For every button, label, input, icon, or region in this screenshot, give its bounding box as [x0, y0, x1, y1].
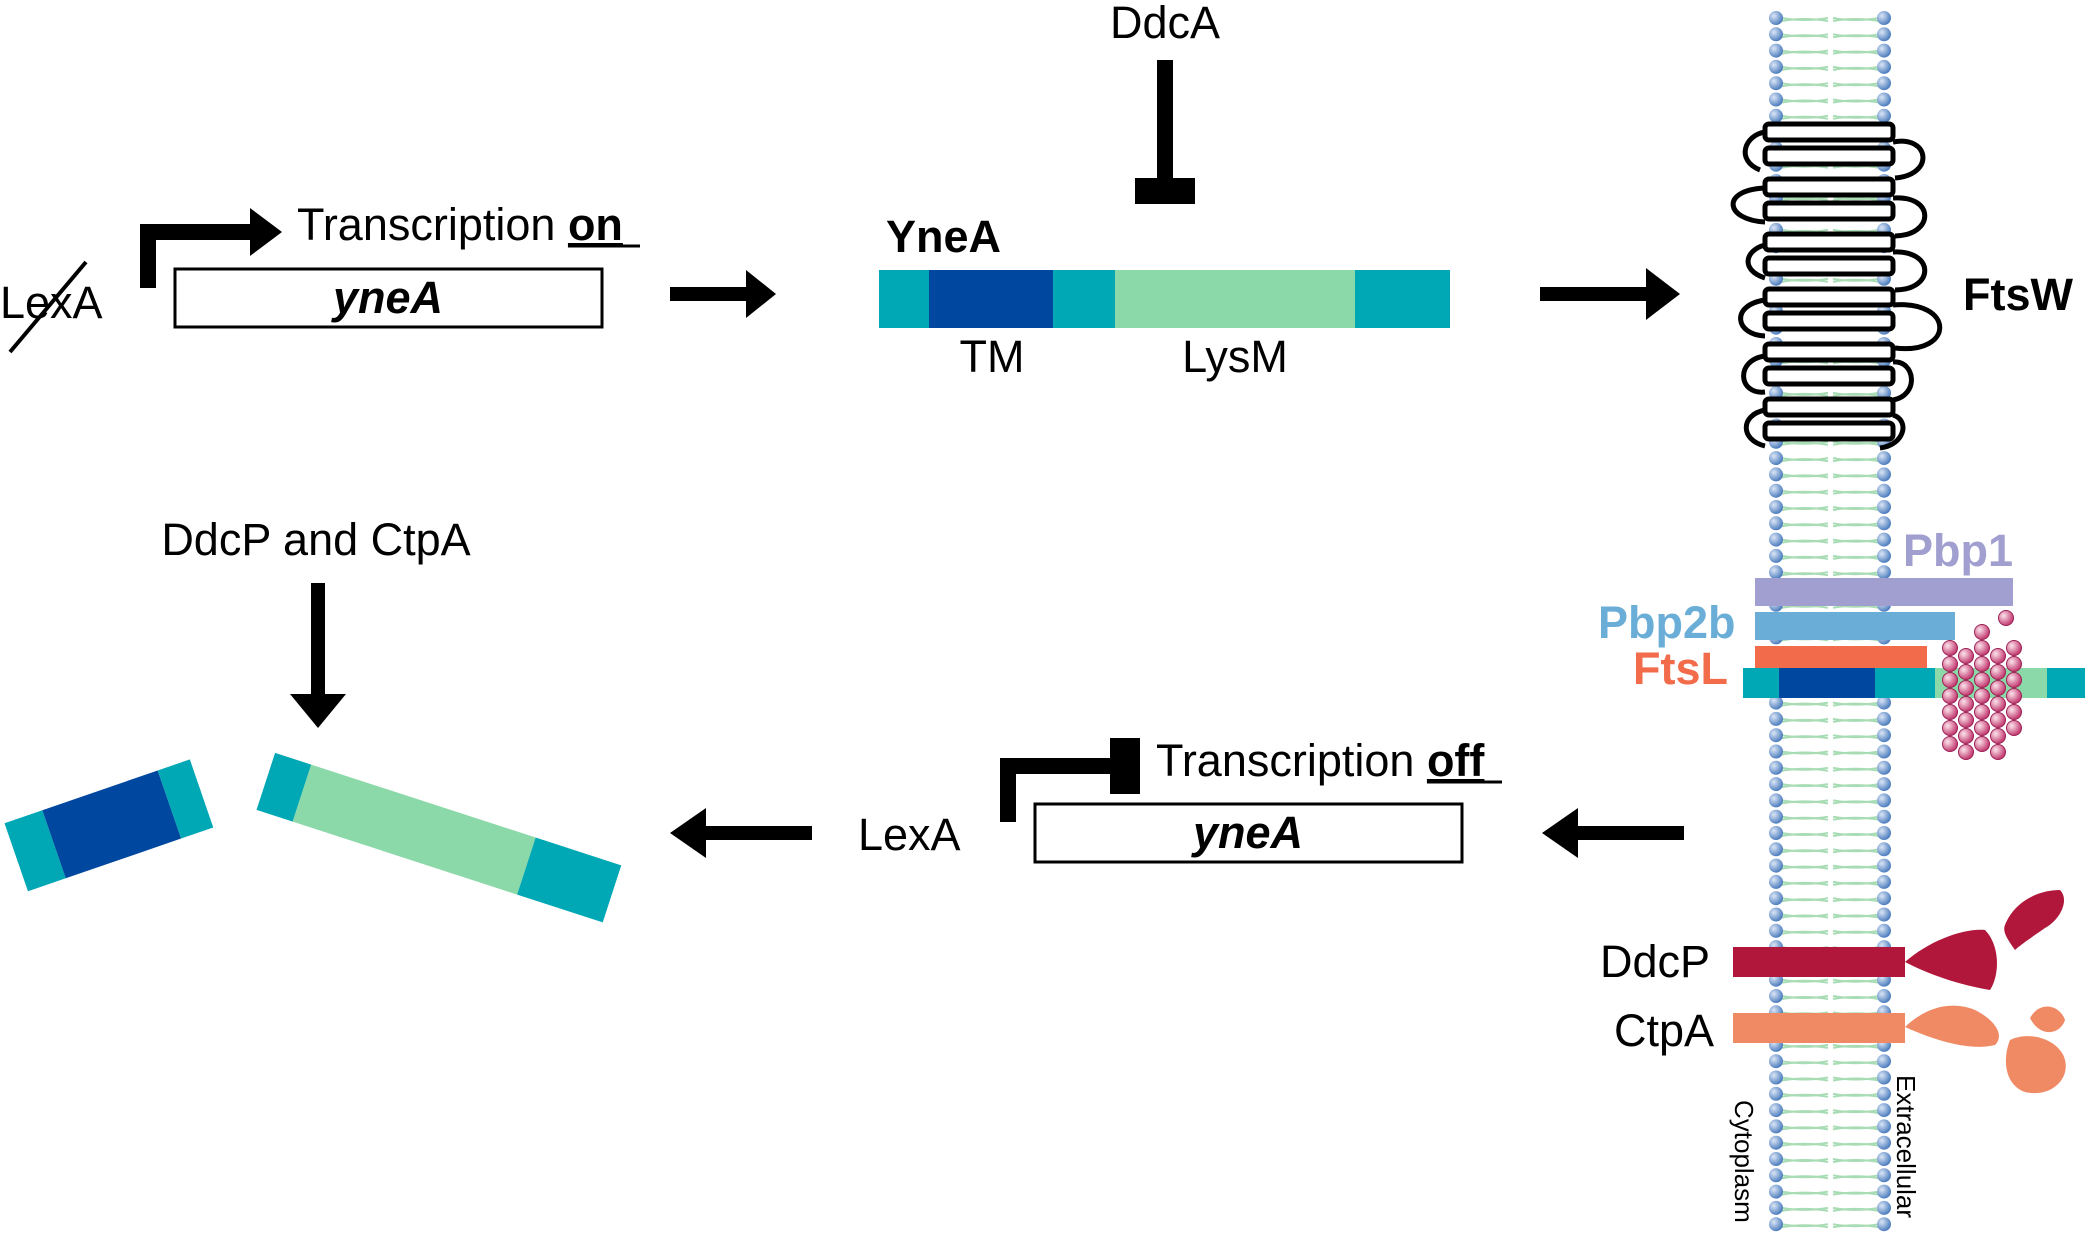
tm-label: TM: [960, 331, 1025, 382]
ddcp-bar: [1733, 947, 1905, 977]
lysm-label: LysM: [1182, 331, 1288, 382]
extracellular-label: Extracellular: [1891, 1075, 1921, 1218]
pbp1-bar: [1755, 578, 2013, 606]
ftsl-bar: [1755, 646, 1927, 672]
transcription-on-label: Transcription on: [297, 199, 623, 250]
peptidoglycan-cluster: [1942, 610, 2022, 760]
cleaved-fragment-tm: [4, 759, 214, 892]
ctpa-domain-2: [2005, 1036, 2066, 1094]
on-word: on: [568, 199, 623, 250]
ddca-label: DdcA: [1110, 0, 1220, 48]
cytoplasm-label: Cytoplasm: [1729, 1100, 1759, 1223]
promoter-arrow-off: [1000, 738, 1140, 822]
yneA-gene-label-top: yneA: [331, 272, 443, 323]
pbp2b-bar: [1755, 612, 1955, 640]
yneA-membrane-bar: [1743, 668, 2085, 698]
ftsl-label: FtsL: [1633, 643, 1728, 694]
ddcp-domain-1: [1905, 929, 1997, 990]
off-word: off: [1427, 735, 1485, 786]
yneA-gene-box-bottom: [1033, 802, 1464, 864]
ddcp-and-ctpa-label: DdcP and CtpA: [161, 514, 470, 565]
cleaved-fragment-lysm: [256, 752, 622, 923]
ddcp-domain-2: [2004, 890, 2065, 950]
arrow-down-to-cleavage: [290, 583, 346, 728]
ddca-inhibition-symbol: [1135, 60, 1195, 204]
transcription-off-label: Transcription off: [1156, 735, 1485, 786]
yneA-gene-label-bottom: yneA: [1191, 807, 1303, 858]
pbp2b-label: Pbp2b: [1598, 597, 1736, 648]
ctpa-domain-3: [2030, 1006, 2065, 1033]
arrow-protein-to-ftsw: [1540, 268, 1680, 320]
yneA-protein-label: YneA: [886, 211, 1001, 262]
ftsw-protein: [1730, 121, 1943, 451]
lexa-strikethrough: [8, 260, 88, 354]
arrow-to-cleavage: [670, 808, 812, 858]
pbp1-label: Pbp1: [1903, 525, 2013, 576]
yneA-gene-box-top: [173, 267, 604, 329]
arrow-membrane-to-repression: [1542, 808, 1684, 858]
lexa-label-bottom: LexA: [858, 809, 961, 860]
promoter-arrow-on: [140, 208, 282, 288]
ctpa-label: CtpA: [1614, 1005, 1714, 1056]
yneA-protein-bar: [879, 270, 1450, 328]
ctpa-domain-1: [1905, 1005, 1999, 1047]
ctpa-bar: [1733, 1013, 1905, 1043]
ftsw-label: FtsW: [1963, 269, 2074, 320]
arrow-gene-to-protein: [670, 270, 776, 318]
ddcp-label: DdcP: [1600, 936, 1710, 987]
